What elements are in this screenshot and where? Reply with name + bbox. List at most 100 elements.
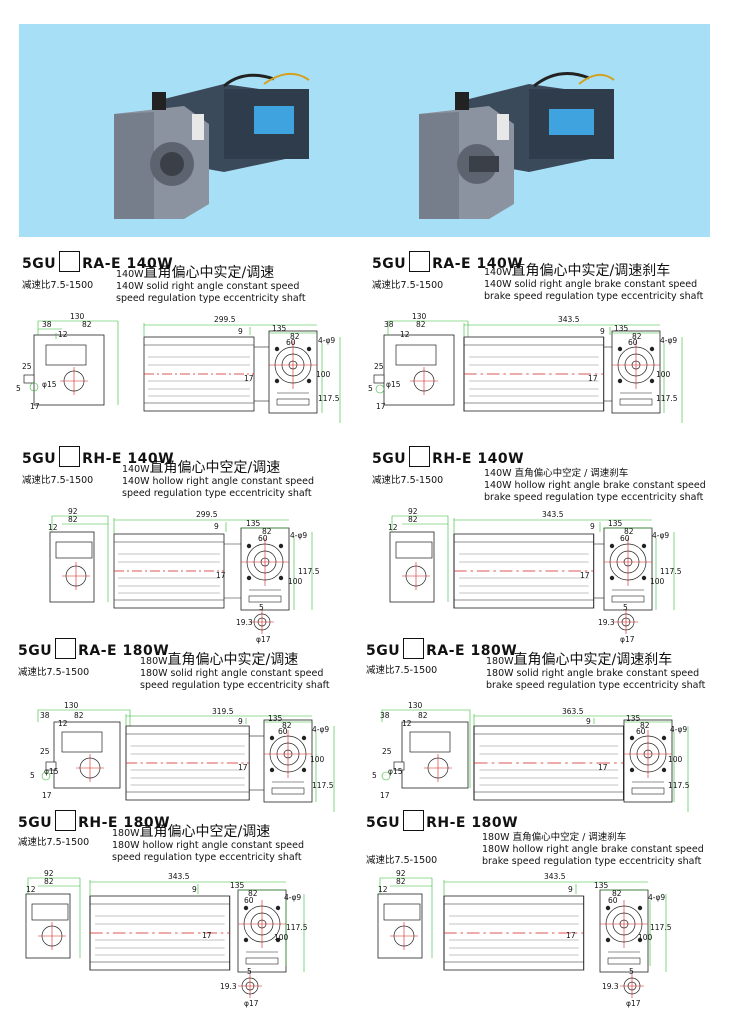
bore-detail: 5 19.3 φ17 [236,603,274,644]
dim-17: 17 [588,374,598,383]
dim-side-12: 12 [378,885,388,894]
dim-82: 82 [624,527,634,536]
front-view: 299.5 9 135 82 60 4-φ9 17 100 117.5 [113,510,320,611]
power-rating: 140W [484,468,512,479]
english-line-2: brake speed regulation type eccentricity… [484,291,704,302]
dim-bore-19-3: 19.3 [602,982,619,991]
reduction-ratio: 减速比7.5-1500 [372,280,444,291]
dim-side-12: 12 [388,523,398,532]
side-view: 130 38 82 12 25 5 φ15 17 [16,312,119,411]
product-description: 180W直角偏心中实定/调速 180W solid right angle co… [140,653,330,692]
dim-side-17: 17 [42,791,52,800]
chinese-name: 直角偏心中实定/调速 [143,265,275,281]
dim-side-92: 92 [68,507,78,516]
dim-side-25: 25 [382,747,392,756]
dim-side-130: 130 [70,312,85,321]
english-line-1: 180W solid right angle constant speed [140,668,324,679]
dim-100: 100 [656,370,671,379]
dimension-drawing: 130 38 82 12 25 5 φ15 17 299.5 9 135 82 … [16,312,341,423]
dim-bore-19-3: 19.3 [220,982,237,991]
dim-side-130: 130 [408,701,423,710]
dim-side-38: 38 [380,711,390,720]
side-view: 92 82 12 [25,869,81,959]
side-view: 130 38 82 12 25 5 φ15 17 [368,312,469,411]
front-view: 363.5 9 135 82 60 4-φ9 17 100 117.5 [473,707,690,812]
dim-mount-holes: 4-φ9 [284,893,301,902]
dim-side-82: 82 [74,711,84,720]
bore-detail: 5 19.3 φ17 [220,967,262,1008]
dim-side-17: 17 [376,402,386,411]
reduction-ratio: 减速比7.5-1500 [22,475,94,486]
dim-135: 135 [230,881,245,890]
model-variant-box [403,810,425,831]
dim-bore-phi17: φ17 [244,999,259,1008]
dimension-drawing: 130 38 82 12 25 5 φ15 17 363.5 9 135 82 … [372,701,690,812]
chinese-name: 直角偏心中空定/调速 [149,460,281,476]
dim-117-5: 117.5 [298,567,320,576]
dim-60: 60 [636,727,646,736]
dim-135: 135 [594,881,609,890]
dim-side-12: 12 [402,719,412,728]
dim-100: 100 [310,755,325,764]
dim-side-82: 82 [418,711,428,720]
dim-side-25: 25 [374,362,384,371]
dim-9: 9 [590,522,595,531]
english-line-1: 180W solid right angle brake constant sp… [486,668,700,679]
dim-135: 135 [626,714,641,723]
dim-key-5: 5 [247,967,252,976]
model-variant-box [55,638,77,659]
chinese-name: 直角偏心中实定/调速刹车 [511,263,671,279]
dim-mount-holes: 4-φ9 [312,725,329,734]
dim-side-5: 5 [30,771,35,780]
dim-side-17: 17 [380,791,390,800]
power-rating: 180W [486,656,514,667]
power-rating: 180W [112,828,140,839]
chinese-name: 直角偏心中空定 / 调速刹车 [514,468,629,479]
product-description: 140W直角偏心中实定/调速 140W solid right angle co… [116,265,306,305]
dim-total-length: 363.5 [562,707,584,716]
dim-100: 100 [668,755,683,764]
dim-side-phi15: φ15 [386,380,401,389]
side-view: 92 82 12 [48,507,109,603]
reduction-ratio: 减速比7.5-1500 [366,665,438,676]
dim-mount-holes: 4-φ9 [652,531,669,540]
dim-bore-19-3: 19.3 [598,618,615,627]
dim-side-phi15: φ15 [388,767,403,776]
english-line-1: 140W hollow right angle brake constant s… [484,480,706,491]
dim-100: 100 [638,933,653,942]
dim-117-5: 117.5 [656,394,678,403]
front-view: 343.5 9 135 82 60 4-φ9 17 100 117.5 [443,872,672,973]
motor-photo-hollow-shaft [419,72,615,219]
dim-side-82: 82 [44,877,54,886]
dim-82: 82 [632,332,642,341]
product-description: 140W直角偏心中实定/调速刹车 140W solid right angle … [484,263,704,303]
model-variant-box [55,810,77,831]
dim-9: 9 [238,717,243,726]
dimension-drawing: 130 38 82 12 25 5 φ15 17 343.5 9 135 82 … [368,312,683,423]
model-variant-box [59,251,81,272]
side-view: 130 38 82 12 25 5 φ15 17 [30,701,131,800]
dim-82: 82 [282,721,292,730]
dim-total-length: 343.5 [542,510,564,519]
dimension-drawing: 92 82 12 343.5 9 135 82 60 4-φ9 17 100 1… [377,869,672,1008]
dim-100: 100 [288,577,303,586]
product-description: 140W 直角偏心中空定 / 调速刹车 140W hollow right an… [484,468,706,504]
dim-key-5: 5 [259,603,264,612]
english-line-2: speed regulation type eccentricity shaft [140,680,330,691]
power-rating: 180W [482,832,510,843]
dim-side-phi15: φ15 [44,767,59,776]
dim-9: 9 [600,327,605,336]
dim-82: 82 [640,721,650,730]
dim-82: 82 [290,332,300,341]
reduction-ratio: 减速比7.5-1500 [18,667,90,678]
dim-bore-phi17: φ17 [620,635,635,644]
dim-17: 17 [566,931,576,940]
product-description: 140W直角偏心中空定/调速 140W hollow right angle c… [122,460,314,500]
model-variant-box [409,251,431,272]
dim-60: 60 [278,727,288,736]
